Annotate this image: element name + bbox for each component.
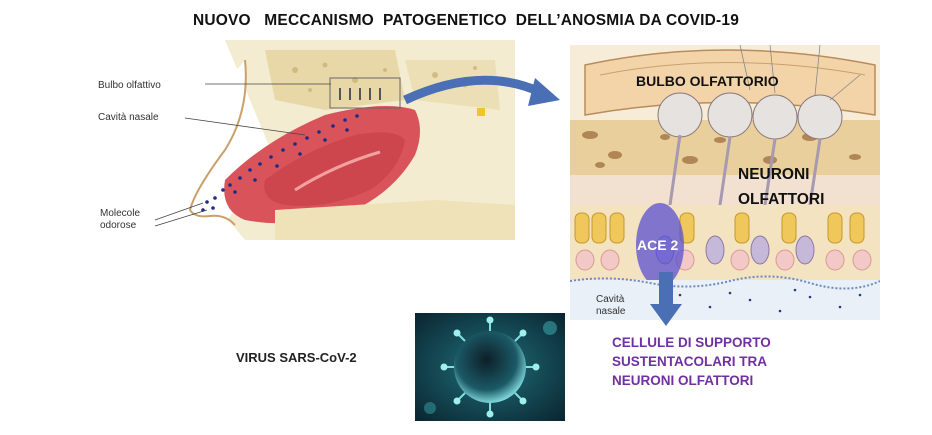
label-molecole-odorose: Molecole odorose bbox=[100, 208, 140, 232]
label-virus-sars-cov-2: VIRUS SARS-CoV-2 bbox=[236, 350, 357, 365]
label-molecole-line1: Molecole bbox=[100, 208, 141, 219]
figure-title: NUOVO MECCANISMO PATOGENETICO DELL’ANOSM… bbox=[192, 12, 740, 29]
support-line3: NEURONI OLFATTORI bbox=[612, 373, 754, 388]
label-neuroni-olfattori: NEURONI OLFATTORI bbox=[738, 162, 824, 212]
label-bulbo-olfattorio: BULBO OLFATTORIO bbox=[636, 73, 779, 89]
label-bulbo-olfattivo: Bulbo olfattivo bbox=[98, 80, 161, 91]
support-line2: SUSTENTACOLARI TRA bbox=[612, 354, 767, 369]
support-cells-caption: CELLULE DI SUPPORTO SUSTENTACOLARI TRA N… bbox=[612, 333, 771, 390]
olfactory-epithelium-illustration bbox=[570, 45, 880, 320]
zoom-arrow bbox=[403, 75, 560, 106]
label-cavita-nasale-right: Cavità nasale bbox=[596, 294, 625, 318]
cavita-right-line2: nasale bbox=[596, 306, 626, 317]
support-line1: CELLULE DI SUPPORTO bbox=[612, 335, 771, 350]
neuroni-line1: NEURONI bbox=[738, 166, 810, 183]
label-cavita-nasale: Cavità nasale bbox=[98, 112, 159, 123]
ace2-down-arrow bbox=[650, 272, 682, 326]
virus-image bbox=[415, 313, 565, 421]
cavita-right-line1: Cavità bbox=[596, 294, 625, 305]
neuroni-line2: OLFATTORI bbox=[738, 191, 825, 208]
label-molecole-line2: odorose bbox=[100, 220, 137, 231]
label-ace2: ACE 2 bbox=[637, 237, 679, 253]
